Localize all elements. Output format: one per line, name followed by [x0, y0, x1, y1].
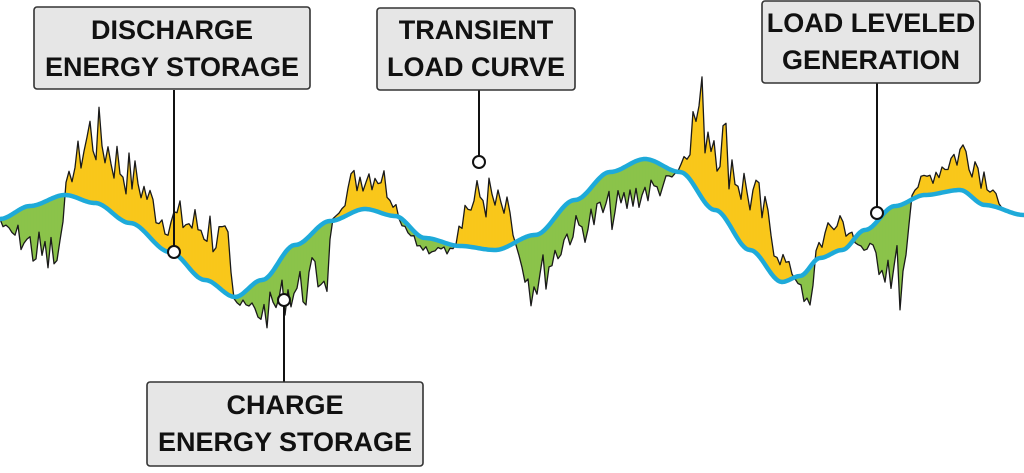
storage-fill-segment	[26, 205, 31, 240]
storage-fill-segment	[950, 153, 955, 192]
storage-fill-segment	[293, 244, 298, 295]
storage-fill-segment	[533, 234, 538, 295]
transient-marker	[472, 155, 486, 169]
storage-fill-segment	[716, 165, 721, 213]
storage-fill-segment	[479, 196, 484, 250]
callout-leveled-line1: LOAD LEVELED	[767, 8, 976, 38]
storage-fill-segment	[557, 209, 562, 260]
storage-fill-segment	[578, 196, 583, 228]
storage-fill-segment	[926, 174, 931, 196]
storage-fill-segment	[224, 225, 229, 296]
storage-fill-segment	[464, 204, 469, 247]
leveled-marker	[870, 206, 884, 220]
storage-fill-segment	[302, 238, 307, 306]
callout-leveled-line2: GENERATION	[782, 45, 960, 75]
callout-discharge-line1: DISCHARGE	[91, 15, 253, 45]
storage-fill-segment	[755, 179, 760, 257]
callout-transient-line1: TRANSIENT	[399, 15, 554, 45]
callout-transient-line2: LOAD CURVE	[387, 52, 565, 82]
storage-fill-segment	[320, 222, 325, 286]
storage-fill-segment	[653, 160, 658, 188]
storage-fill-segment	[32, 204, 37, 262]
storage-fill-segment	[218, 226, 223, 291]
callout-charge-line1: CHARGE	[226, 390, 343, 420]
callout-box-leveled	[761, 0, 981, 84]
storage-fill-segment	[458, 225, 463, 247]
storage-fill-segment	[548, 220, 553, 268]
callout-box-transient	[376, 7, 576, 91]
storage-fill-segment	[23, 205, 28, 244]
storage-fill-segment	[941, 166, 946, 193]
discharge-marker	[167, 245, 181, 259]
storage-fill-segment	[203, 238, 208, 281]
storage-fill-segment	[524, 235, 529, 284]
storage-fill-segment	[944, 169, 949, 193]
callout-discharge: DISCHARGE ENERGY STORAGE	[33, 6, 311, 259]
storage-fill-segment	[53, 196, 58, 265]
callout-charge-line2: ENERGY STORAGE	[158, 427, 412, 457]
storage-fill-segment	[197, 229, 202, 280]
storage-fill-segment	[827, 221, 832, 257]
storage-fill-segment	[317, 224, 322, 288]
callout-transient: TRANSIENT LOAD CURVE	[376, 7, 576, 169]
charge-marker	[277, 293, 291, 307]
storage-fill-segment	[959, 143, 964, 191]
storage-fill-segment	[212, 246, 217, 286]
storage-fill-segment	[830, 225, 835, 255]
storage-fill-segment	[257, 279, 262, 320]
storage-fill-segment	[119, 173, 124, 222]
callout-box-discharge	[33, 6, 311, 90]
storage-fill-segment	[467, 209, 472, 248]
storage-fill-segment	[185, 223, 190, 269]
callout-leveled: LOAD LEVELED GENERATION	[761, 0, 981, 220]
callout-box-charge	[146, 381, 424, 467]
storage-fill-segment	[722, 122, 727, 221]
storage-fill-segment	[923, 175, 928, 196]
storage-fill-segment	[188, 222, 193, 273]
storage-fill-segment	[920, 175, 925, 196]
storage-fill-segment	[377, 182, 382, 214]
storage-fill-segment	[221, 225, 226, 294]
storage-fill-segment	[863, 229, 868, 251]
transient-load-curve	[0, 76, 1024, 329]
storage-fill-segment	[878, 214, 883, 276]
callout-discharge-line2: ENERGY STORAGE	[45, 52, 299, 82]
storage-fill-segment	[350, 169, 355, 214]
callout-charge: CHARGE ENERGY STORAGE	[146, 293, 424, 467]
storage-fill-segment	[692, 111, 697, 190]
